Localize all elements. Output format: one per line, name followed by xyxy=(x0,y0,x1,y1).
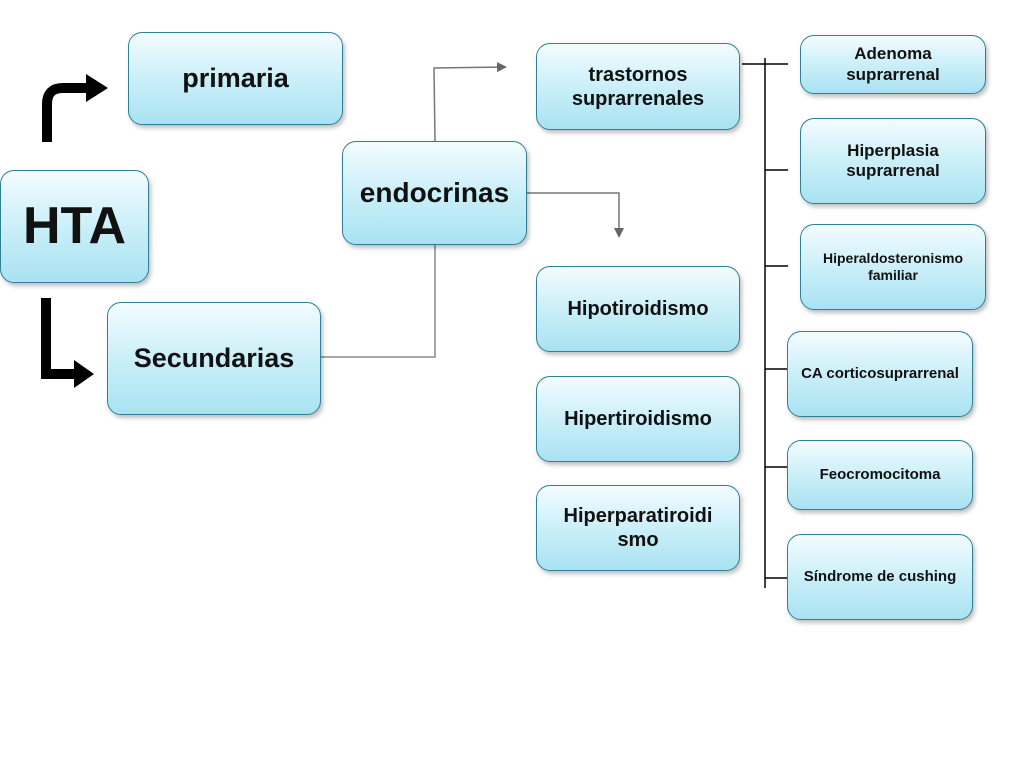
node-sindrome-cushing-label: Síndrome de cushing xyxy=(803,568,957,585)
connector-secundarias-endocrinas xyxy=(320,245,436,358)
node-trastornos-suprarrenales: trastornos suprarrenales xyxy=(536,43,740,130)
node-hiperparatiroidismo: Hiperparatiroidi smo xyxy=(536,485,740,571)
node-hipertiroidismo-label: Hipertiroidismo xyxy=(564,408,712,430)
node-adenoma-suprarrenal: Adenoma suprarrenal xyxy=(800,35,986,94)
node-hiperplasia-suprarrenal-label: Hiperplasia suprarrenal xyxy=(846,140,940,180)
node-secundarias-label: Secundarias xyxy=(133,343,295,374)
node-endocrinas-label: endocrinas xyxy=(359,177,510,209)
node-hiperplasia-suprarrenal: Hiperplasia suprarrenal xyxy=(800,118,986,204)
node-ca-corticosuprarrenal-label: CA corticosuprarrenal xyxy=(801,365,959,382)
node-hta-label: HTA xyxy=(22,197,126,256)
node-hipotiroidismo-label: Hipotiroidismo xyxy=(567,298,709,320)
node-ca-corticosuprarrenal: CA corticosuprarrenal xyxy=(787,331,973,417)
node-primaria-label: primaria xyxy=(182,63,289,94)
node-hipotiroidismo: Hipotiroidismo xyxy=(536,266,740,352)
bent-arrow-up-icon xyxy=(42,74,108,142)
node-hiperaldosteronismo-familiar-label: Hiperaldosteronismo familiar xyxy=(822,250,964,283)
adrenal-bracket xyxy=(742,58,788,588)
node-feocromocitoma: Feocromocitoma xyxy=(787,440,973,510)
node-hiperparatiroidismo-label: Hiperparatiroidi smo xyxy=(563,505,713,551)
bent-arrow-down-icon xyxy=(41,298,94,388)
connector-endocrinas-trastornos xyxy=(433,62,507,142)
node-secundarias: Secundarias xyxy=(107,302,321,415)
node-endocrinas: endocrinas xyxy=(342,141,527,245)
node-sindrome-cushing: Síndrome de cushing xyxy=(787,534,973,620)
node-feocromocitoma-label: Feocromocitoma xyxy=(819,466,941,483)
node-hipertiroidismo: Hipertiroidismo xyxy=(536,376,740,462)
node-hta: HTA xyxy=(0,170,149,283)
connector-endocrinas-tiroides xyxy=(527,192,624,238)
node-hiperaldosteronismo-familiar: Hiperaldosteronismo familiar xyxy=(800,224,986,310)
node-adenoma-suprarrenal-label: Adenoma suprarrenal xyxy=(846,44,940,84)
node-primaria: primaria xyxy=(128,32,343,125)
node-trastornos-suprarrenales-label: trastornos suprarrenales xyxy=(571,63,705,110)
